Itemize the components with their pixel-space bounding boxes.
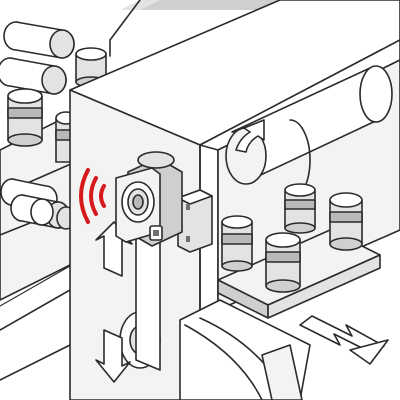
transfer-plate (135, 229, 161, 371)
sensor-icon (115, 151, 213, 253)
bottle (221, 215, 253, 272)
upright-bottles-right (221, 183, 363, 293)
bottle (284, 183, 316, 234)
arrow-rotate-icon (235, 119, 265, 153)
bottle (7, 88, 43, 147)
transfer-drum (225, 65, 393, 201)
bottle (329, 192, 363, 251)
roller (0, 57, 67, 95)
bottle (265, 232, 301, 293)
signal-waves-icon (79, 168, 106, 224)
arrow-down-icon (95, 329, 131, 383)
roller (3, 21, 75, 59)
arrow-out-icon (299, 315, 389, 365)
